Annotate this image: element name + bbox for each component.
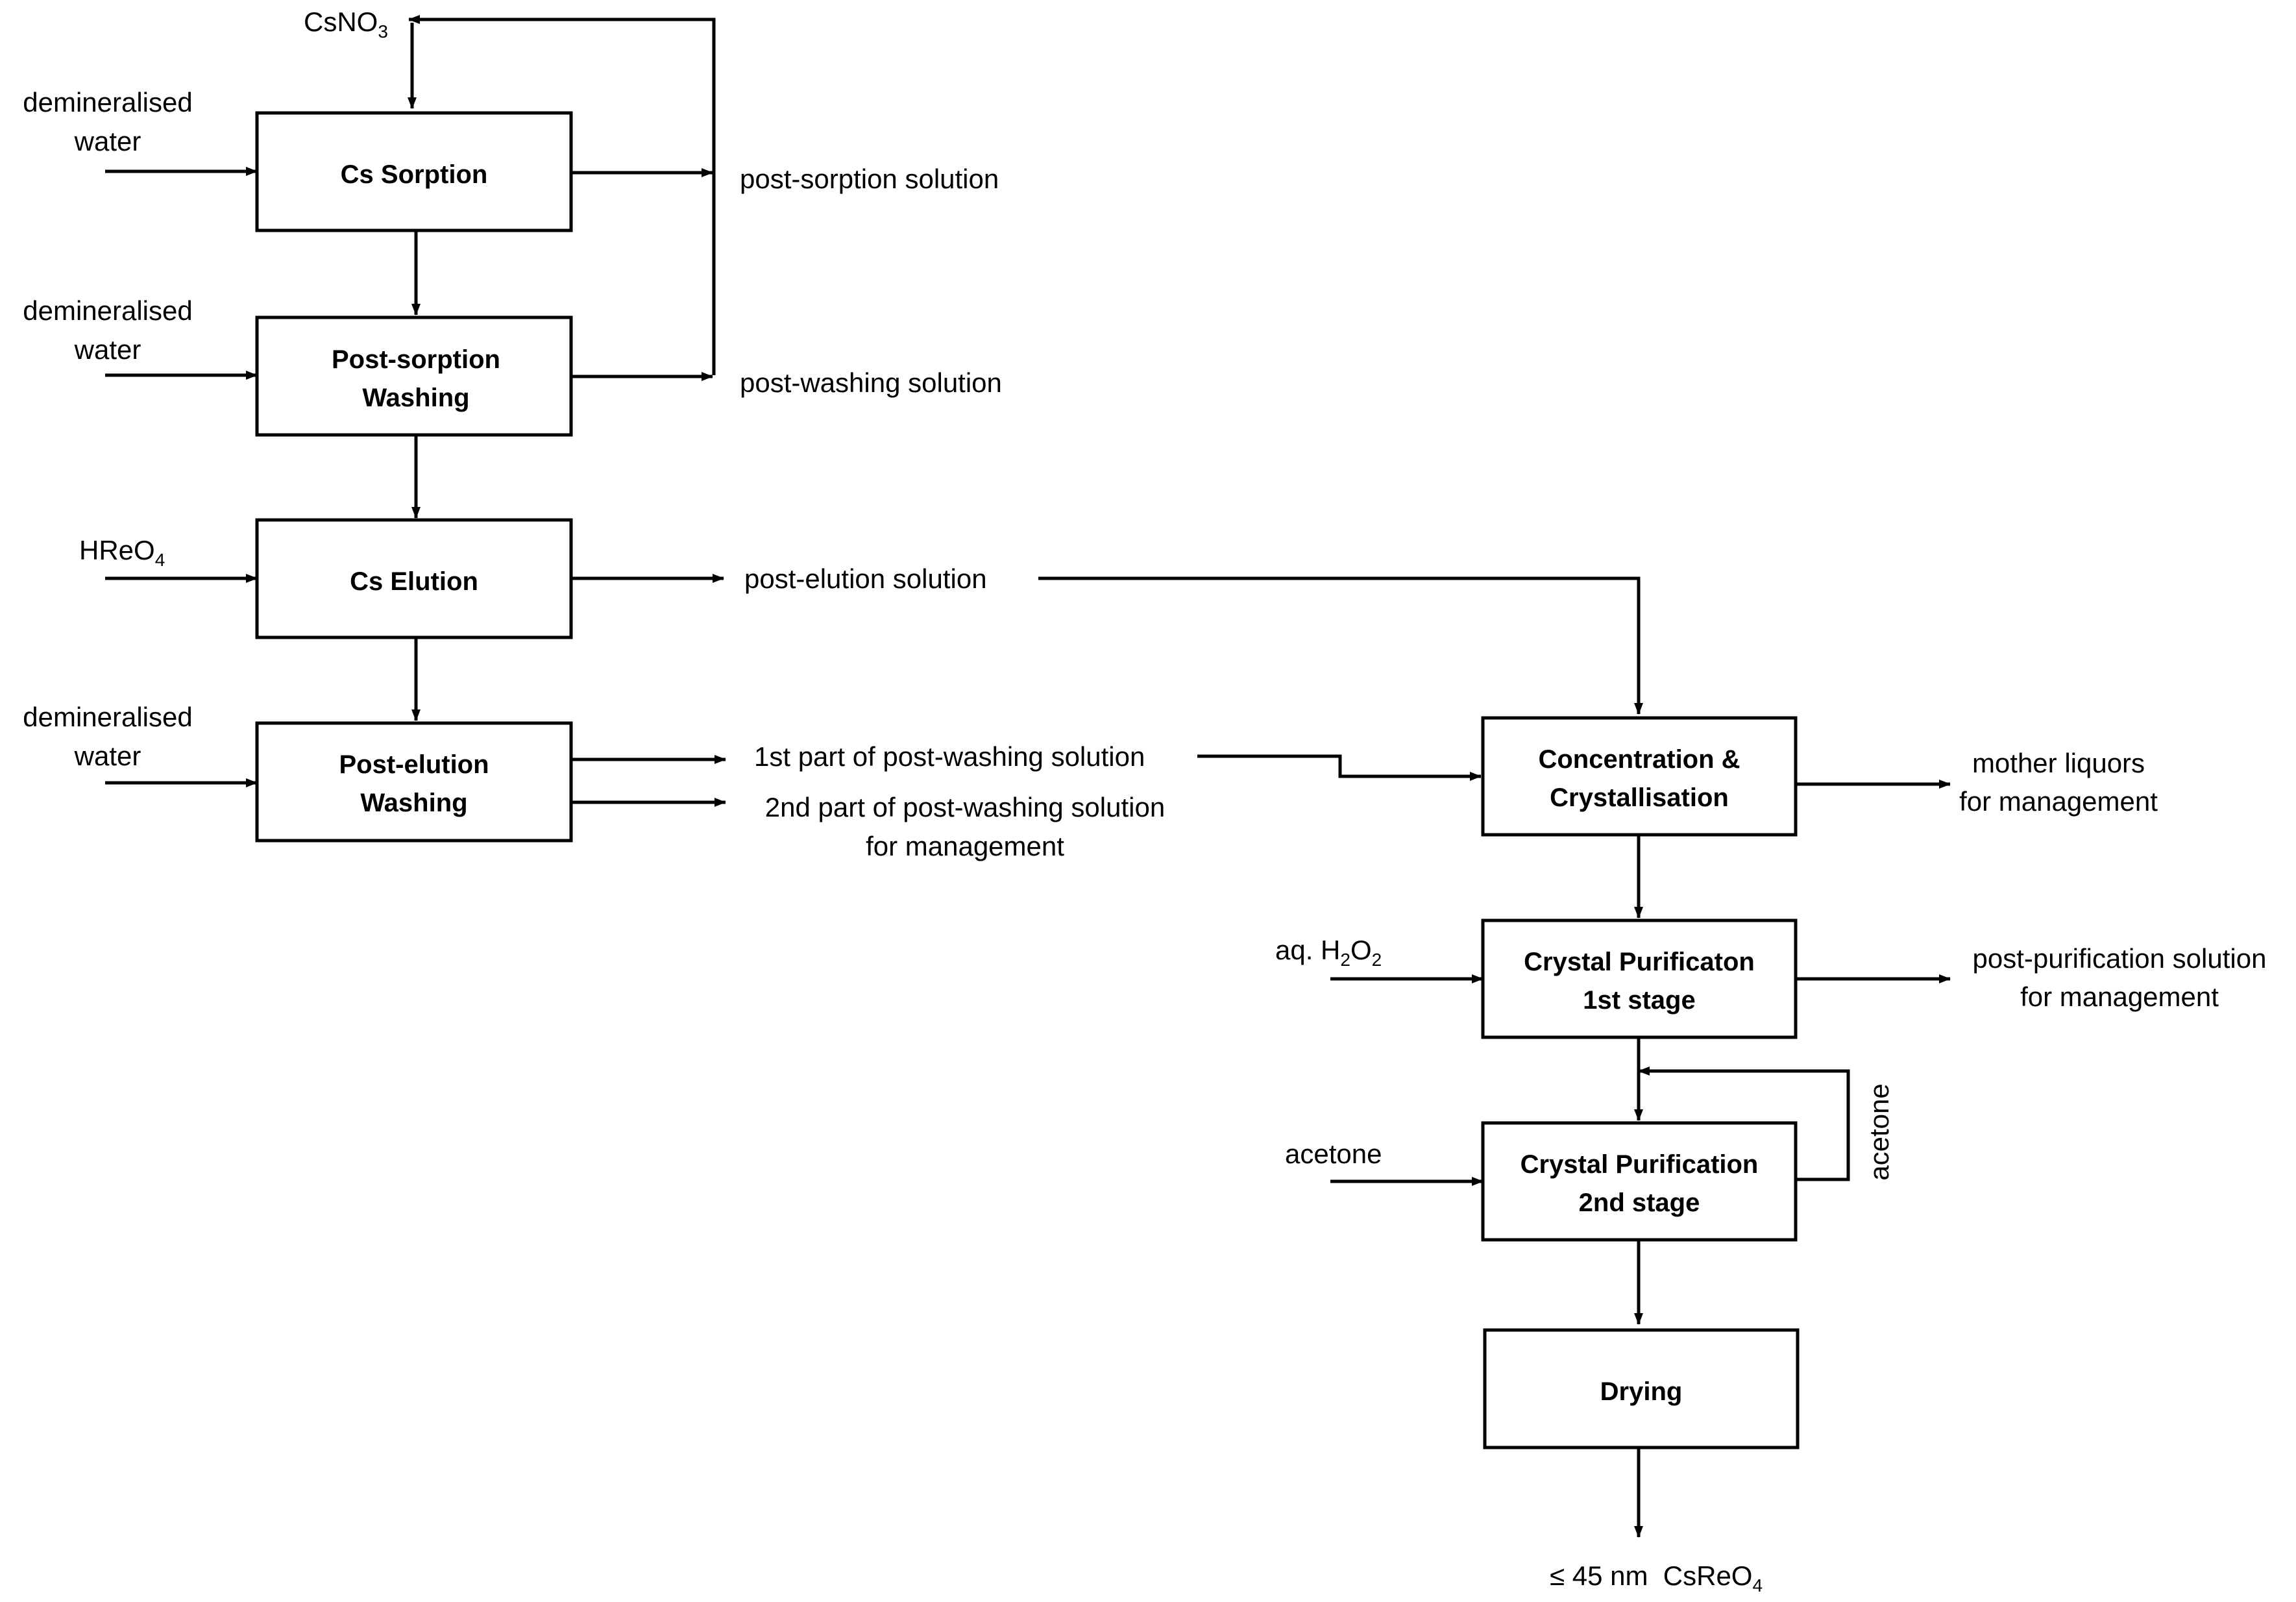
water-3-label-line-1: demineralised <box>23 702 192 732</box>
concentration-label-line-1: Concentration & <box>1538 745 1740 774</box>
h2o2-pre: aq. H <box>1275 935 1340 965</box>
purification-2-label-line-2: 2nd stage <box>1579 1189 1700 1217</box>
cs-elution-box: Cs Elution <box>255 518 573 639</box>
connectors <box>105 15 1951 1538</box>
purification-1-label-line-2: 1st stage <box>1583 986 1695 1015</box>
csno3-subscript: 3 <box>378 21 388 42</box>
post-sorption-label: post-sorption solution <box>740 164 999 194</box>
recycle-loop-line <box>408 15 716 375</box>
product-main: ≤ 45 nm CsReO <box>1550 1560 1752 1591</box>
mother-liquors-label-line-2: for management <box>1959 786 2158 817</box>
post-sorption-washing-label-line-1: Post-sorption <box>332 345 500 374</box>
csno3-main: CsNO <box>304 6 378 37</box>
second-part-label-line-2: for management <box>866 831 1064 861</box>
h2o2-subscript-1: 2 <box>1340 950 1350 970</box>
water-3-label-line-2: water <box>74 741 141 771</box>
h2o2-label: aq. H2O2 <box>1275 935 1382 970</box>
acetone-in-label: acetone <box>1285 1139 1382 1169</box>
mother-liquors-label-line-1: mother liquors <box>1972 748 2145 778</box>
acetone-recycle-label: acetone <box>1864 1083 1894 1180</box>
water-2-label-line-2: water <box>74 334 141 365</box>
crystal-purification-2-box: Crystal Purification 2nd stage <box>1481 1121 1798 1242</box>
concentration-label-line-2: Crystallisation <box>1550 783 1729 812</box>
cs-sorption-label: Cs Sorption <box>341 160 488 189</box>
post-elution-washing-label-line-1: Post-elution <box>339 750 489 779</box>
product-label: ≤ 45 nm CsReO4 <box>1550 1560 1763 1596</box>
post-purification-label-line-2: for management <box>2020 981 2219 1012</box>
first-part-label: 1st part of post-washing solution <box>754 741 1145 772</box>
water-2-label-line-1: demineralised <box>23 295 192 326</box>
crystal-purification-1-box: Crystal Purificaton 1st stage <box>1481 918 1798 1039</box>
water-1-label-line-1: demineralised <box>23 87 192 117</box>
post-sorption-washing-label-line-2: Washing <box>362 384 469 412</box>
concentration-crystallisation-box: Concentration & Crystallisation <box>1481 716 1798 837</box>
drying-box: Drying <box>1483 1328 1800 1449</box>
h2o2-subscript-2: 2 <box>1372 950 1382 970</box>
post-elution-to-concentration-line <box>1038 576 1643 715</box>
post-washing-label: post-washing solution <box>740 367 1002 398</box>
drying-label: Drying <box>1600 1377 1683 1406</box>
post-elution-washing-box: Post-elution Washing <box>255 721 573 843</box>
h2o2-mid: O <box>1350 935 1372 965</box>
hreo4-label: HReO4 <box>79 535 165 570</box>
post-purification-label-line-1: post-purification solution <box>1973 943 2267 974</box>
post-elution-label: post-elution solution <box>744 563 987 594</box>
cs-sorption-box: Cs Sorption <box>255 111 573 232</box>
post-sorption-washing-box: Post-sorption Washing <box>255 315 573 437</box>
post-elution-washing-label-line-2: Washing <box>360 789 467 817</box>
purification-2-label-line-1: Crystal Purification <box>1520 1150 1759 1179</box>
purification-1-label-line-1: Crystal Purificaton <box>1524 948 1755 976</box>
second-part-label-line-1: 2nd part of post-washing solution <box>765 792 1165 822</box>
product-subscript: 4 <box>1752 1575 1763 1596</box>
water-1-label-line-2: water <box>74 126 141 156</box>
cs-elution-label: Cs Elution <box>350 567 478 596</box>
acetone-recycle-line <box>1638 1066 1850 1181</box>
csno3-label: CsNO3 <box>304 6 388 42</box>
first-part-to-concentration-line <box>1197 754 1482 781</box>
hreo4-main: HReO <box>79 535 155 565</box>
hreo4-subscript: 4 <box>155 550 165 570</box>
